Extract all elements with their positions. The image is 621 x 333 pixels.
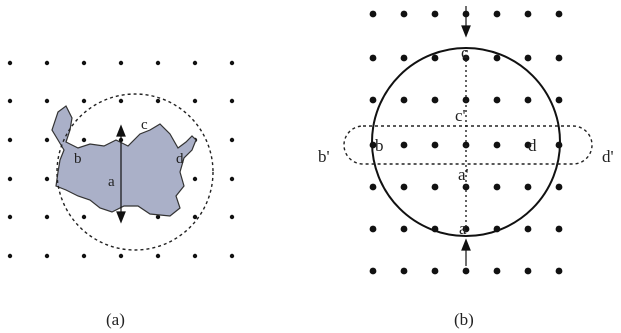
caption-a: (a) bbox=[106, 310, 125, 329]
label-b-d: d bbox=[528, 136, 537, 155]
grid-dot bbox=[156, 99, 160, 103]
panel-a: c b d a (a) bbox=[8, 61, 234, 329]
grid-dot bbox=[45, 177, 49, 181]
grid-dot bbox=[556, 226, 563, 233]
grid-dot bbox=[401, 11, 408, 18]
label-b-b-prime: b' bbox=[318, 147, 330, 166]
grid-dot bbox=[432, 11, 439, 18]
grid-dot bbox=[45, 61, 49, 65]
grid-dot bbox=[432, 184, 439, 191]
grid-dot bbox=[525, 226, 532, 233]
grid-dot bbox=[370, 268, 377, 275]
grid-dot bbox=[494, 268, 501, 275]
grid-dot bbox=[494, 55, 501, 62]
bottom-arrow bbox=[462, 240, 470, 266]
grid-dot bbox=[193, 215, 197, 219]
label-b-c-prime: c' bbox=[455, 106, 466, 125]
grid-dot bbox=[8, 254, 12, 258]
grid-dot bbox=[370, 97, 377, 104]
grid-dot bbox=[494, 11, 501, 18]
label-b-a: a bbox=[459, 219, 467, 238]
grid-dot bbox=[432, 97, 439, 104]
grid-dot bbox=[556, 97, 563, 104]
grid-dot bbox=[370, 226, 377, 233]
grid-dot bbox=[370, 11, 377, 18]
grid-dot bbox=[193, 61, 197, 65]
label-a-c: c bbox=[141, 117, 148, 133]
grid-dot bbox=[525, 55, 532, 62]
caption-b: (b) bbox=[454, 310, 474, 329]
top-arrow bbox=[462, 6, 470, 36]
grid-dot bbox=[230, 99, 234, 103]
grid-dot bbox=[8, 177, 12, 181]
label-b-a-prime: a' bbox=[458, 165, 469, 184]
grid-dot bbox=[45, 254, 49, 258]
grid-dot bbox=[494, 184, 501, 191]
grid-dot bbox=[401, 97, 408, 104]
grid-dot bbox=[45, 138, 49, 142]
label-b-c: c bbox=[461, 43, 469, 62]
grid-dot bbox=[230, 61, 234, 65]
label-a-d: d bbox=[176, 151, 184, 167]
grid-dot bbox=[8, 138, 12, 142]
grid-dot bbox=[432, 142, 439, 149]
grid-dot bbox=[525, 11, 532, 18]
grid-dot bbox=[82, 215, 86, 219]
grid-dot bbox=[432, 268, 439, 275]
grid-dot bbox=[82, 99, 86, 103]
panel-b: c c' b' b d d' a' a (b) bbox=[318, 6, 614, 329]
grid-dot bbox=[119, 61, 123, 65]
grid-dot bbox=[193, 254, 197, 258]
grid-dot bbox=[8, 215, 12, 219]
grid-dot bbox=[525, 268, 532, 275]
grid-dot bbox=[556, 268, 563, 275]
grid-dot bbox=[82, 61, 86, 65]
grid-dot bbox=[8, 99, 12, 103]
grid-dot bbox=[230, 254, 234, 258]
label-a-a: a bbox=[108, 174, 115, 190]
grid-dot bbox=[156, 61, 160, 65]
grid-dot bbox=[401, 55, 408, 62]
grid-dot bbox=[556, 11, 563, 18]
label-a-b: b bbox=[74, 151, 82, 167]
grid-dot bbox=[156, 254, 160, 258]
grid-dot bbox=[401, 184, 408, 191]
grid-dot bbox=[230, 215, 234, 219]
grid-dot bbox=[494, 142, 501, 149]
grid-dot bbox=[463, 268, 470, 275]
grid-dot bbox=[119, 254, 123, 258]
grid-dot bbox=[525, 97, 532, 104]
grid-dot bbox=[82, 254, 86, 258]
label-b-d-prime: d' bbox=[602, 147, 614, 166]
grid-dot bbox=[193, 177, 197, 181]
grid-dot bbox=[556, 55, 563, 62]
grid-dot bbox=[45, 215, 49, 219]
grid-dot bbox=[525, 184, 532, 191]
grid-dot bbox=[45, 99, 49, 103]
grid-dot bbox=[370, 55, 377, 62]
grid-dot bbox=[230, 138, 234, 142]
grid-dot bbox=[401, 268, 408, 275]
grid-dot bbox=[230, 177, 234, 181]
grid-dot bbox=[401, 142, 408, 149]
grid-dot bbox=[432, 55, 439, 62]
grid-dot bbox=[193, 99, 197, 103]
grid-dot bbox=[370, 184, 377, 191]
grid-dot bbox=[494, 97, 501, 104]
grid-dot bbox=[401, 226, 408, 233]
label-b-b: b bbox=[375, 136, 384, 155]
grid-dot bbox=[556, 184, 563, 191]
grid-dot bbox=[8, 61, 12, 65]
grid-dot bbox=[82, 138, 86, 142]
grid-dot bbox=[119, 99, 123, 103]
